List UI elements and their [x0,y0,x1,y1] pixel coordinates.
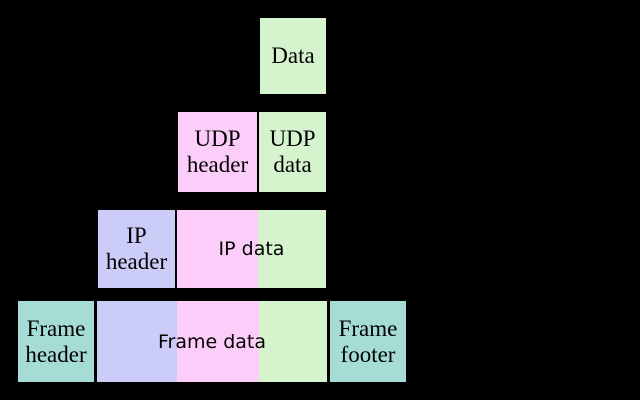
frame-footer-block: Frame footer [328,299,408,384]
udp-data-block: UDP data [257,110,328,194]
ip-data-label: IP data [218,238,285,260]
udp-header-label-line2: header [186,152,249,177]
ip-header-block: IP header [96,208,177,290]
ip-header-label-line1: IP [126,223,147,249]
frame-data-block: Frame data [95,299,329,384]
frame-header-block: Frame header [16,299,96,384]
frame-footer-label-line1: Frame [338,315,398,341]
frame-data-label: Frame data [157,330,267,353]
data-block: Data [258,16,328,96]
frame-footer-label-line2: footer [340,341,396,367]
udp-header-block: UDP header [176,110,259,194]
udp-data-label-line1: UDP [269,126,316,152]
frame-header-label-line2: header [25,341,87,367]
udp-data-label-line2: data [273,152,312,177]
ip-header-label-line2: header [105,249,168,274]
frame-header-label-line1: Frame [26,315,86,341]
udp-header-label-line1: UDP [194,126,241,152]
data-block-label: Data [271,43,315,69]
ip-data-block: IP data [175,208,328,290]
